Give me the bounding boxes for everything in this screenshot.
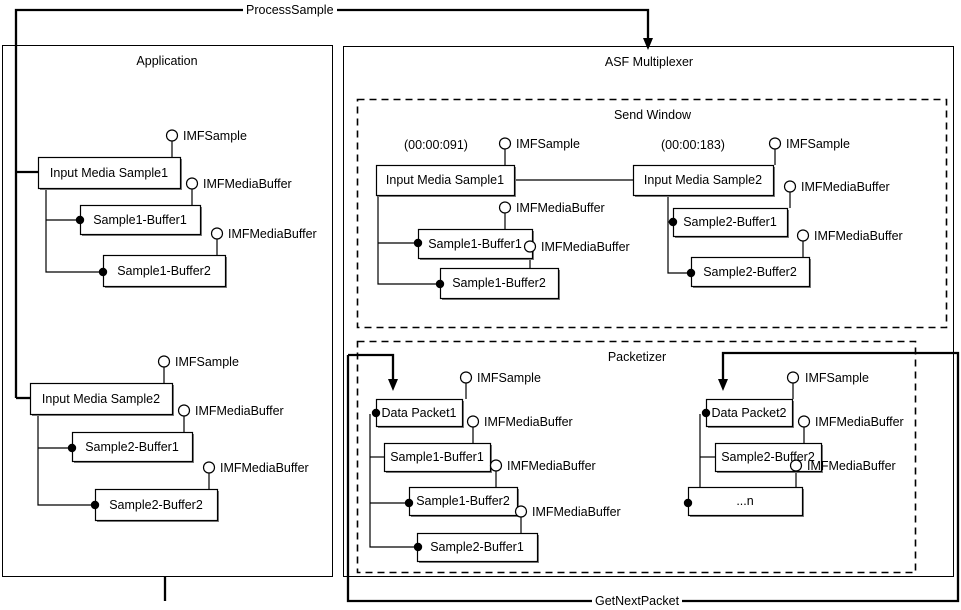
pk-iface-label-packet2-buffer1: IMFMediaBuffer — [815, 415, 904, 429]
group-title-asf-multiplexer: ASF Multiplexer — [604, 55, 694, 69]
app-sample1-group — [37, 129, 227, 288]
sw-sample1-group — [375, 137, 633, 300]
pk-iface-label-packet1-buffer1: IMFMediaBuffer — [484, 415, 573, 429]
process-sample-taps — [16, 170, 38, 400]
app-sample2-group — [29, 355, 219, 522]
pk-packet1-group — [369, 371, 539, 563]
get-next-packet-arrowhead-2 — [718, 379, 728, 391]
get-next-packet-branch-1 — [348, 353, 395, 381]
sw-iface-label-sample1-buffer2: IMFMediaBuffer — [541, 240, 630, 254]
app-iface-label-sample2-imfsample: IMFSample — [175, 355, 239, 369]
app-iface-label-sample1-buffer1: IMFMediaBuffer — [203, 177, 292, 191]
sw-iface-label-sample2-buffer2: IMFMediaBuffer — [814, 229, 903, 243]
sw-timestamp-sample2: (00:00:183) — [661, 138, 725, 152]
container-send-window — [356, 98, 948, 329]
sw-iface-label-sample1-buffer1: IMFMediaBuffer — [516, 201, 605, 215]
container-packetizer — [356, 340, 917, 574]
app-iface-label-sample2-buffer1: IMFMediaBuffer — [195, 404, 284, 418]
pk-packet2-group — [683, 371, 823, 517]
group-title-send-window: Send Window — [613, 108, 692, 122]
pk-iface-label-packet1-imfsample: IMFSample — [477, 371, 541, 385]
pk-iface-label-packet2-imfsample: IMFSample — [805, 371, 869, 385]
get-next-packet-arrowhead-1 — [388, 379, 398, 391]
group-title-packetizer: Packetizer — [607, 350, 667, 364]
pk-iface-label-packet1-buffer2: IMFMediaBuffer — [507, 459, 596, 473]
app-iface-label-sample1-buffer2: IMFMediaBuffer — [228, 227, 317, 241]
process-sample-arrowhead — [643, 38, 653, 50]
app-iface-label-sample1-imfsample: IMFSample — [183, 129, 247, 143]
sw-iface-label-sample1-imfsample: IMFSample — [516, 137, 580, 151]
message-path-get-next-packet — [163, 351, 960, 603]
pk-iface-label-packet2-buffer2: IMFMediaBuffer — [807, 459, 896, 473]
pk-iface-label-packet1-buffer3: IMFMediaBuffer — [532, 505, 621, 519]
sw-sample2-group — [632, 137, 811, 288]
sw-iface-label-sample2-buffer1: IMFMediaBuffer — [801, 180, 890, 194]
sw-iface-label-sample2-imfsample: IMFSample — [786, 137, 850, 151]
app-iface-label-sample2-buffer2: IMFMediaBuffer — [220, 461, 309, 475]
get-next-packet-label: GetNextPacket — [592, 594, 683, 608]
group-title-application: Application — [136, 54, 198, 68]
sw-timestamp-sample1: (00:00:091) — [404, 138, 468, 152]
process-sample-label: ProcessSample — [243, 3, 337, 17]
